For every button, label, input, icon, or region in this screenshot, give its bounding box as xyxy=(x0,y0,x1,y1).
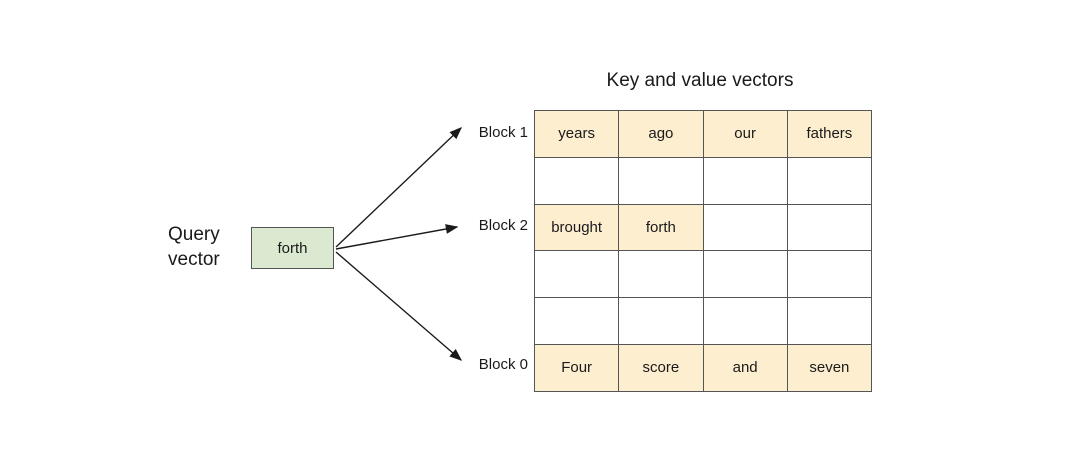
table-cell xyxy=(618,297,704,345)
table-cell xyxy=(702,297,788,345)
table-cell: seven xyxy=(786,343,873,392)
table-cell: brought xyxy=(533,203,620,252)
table-cell xyxy=(702,203,788,252)
table-row: years ago our fathers xyxy=(533,110,873,158)
table-cell: Four xyxy=(533,343,620,392)
table-cell xyxy=(786,156,873,205)
query-vector-box-text: forth xyxy=(277,239,308,257)
table-row xyxy=(533,156,873,205)
table-cell: forth xyxy=(618,203,704,252)
table-cell: fathers xyxy=(786,110,873,158)
key-value-vectors-title: Key and value vectors xyxy=(606,70,794,91)
table-cell xyxy=(702,250,788,299)
table-row: Four score and seven xyxy=(533,343,873,392)
table-row xyxy=(533,297,873,345)
table-cell xyxy=(618,156,704,205)
table-row xyxy=(533,250,873,299)
arrow-to-block-0 xyxy=(335,251,463,361)
table-row: brought forth xyxy=(533,203,873,252)
table-cell xyxy=(786,297,873,345)
table-cell: years xyxy=(533,110,620,158)
table-cell xyxy=(786,203,873,252)
table-cell: ago xyxy=(618,110,704,158)
table-cell xyxy=(533,250,620,299)
table-cell xyxy=(786,250,873,299)
table-cell xyxy=(618,250,704,299)
table-cell xyxy=(533,156,620,205)
table-cell: score xyxy=(618,343,704,392)
block-label-0: Block 0 xyxy=(478,356,528,373)
arrow-to-block-2 xyxy=(335,224,459,250)
key-value-table-body: years ago our fathers brought forth xyxy=(533,110,873,392)
arrow-to-block-1 xyxy=(335,127,463,248)
table-cell: our xyxy=(702,110,788,158)
key-value-table: years ago our fathers brought forth xyxy=(533,110,873,392)
query-vector-box: forth xyxy=(251,227,334,269)
table-cell: and xyxy=(702,343,788,392)
query-vector-label: Query vector xyxy=(168,224,220,270)
table-cell xyxy=(533,297,620,345)
table-cell xyxy=(702,156,788,205)
block-label-1: Block 1 xyxy=(478,124,528,141)
block-label-2: Block 2 xyxy=(478,217,528,234)
